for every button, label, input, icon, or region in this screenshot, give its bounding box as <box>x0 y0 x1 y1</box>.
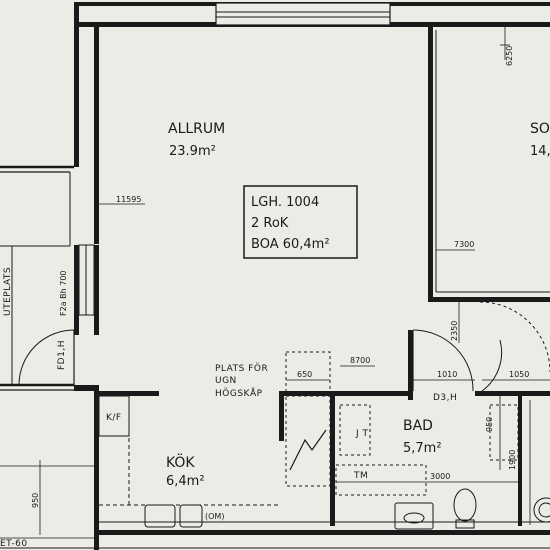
room-area-bad: 5,7m² <box>403 441 442 456</box>
dimension-lines <box>0 27 550 549</box>
label-uteplats: UTEPLATS <box>3 267 13 316</box>
label-kf: K/F <box>106 413 122 423</box>
dim-650: 650 <box>297 370 312 379</box>
dim-3000: 3000 <box>430 472 450 481</box>
dim-1050: 1050 <box>509 370 529 379</box>
room-area-kok: 6,4m² <box>166 474 205 489</box>
apartment-boa: BOA 60,4m² <box>251 237 330 252</box>
label-tm: TM <box>353 471 368 481</box>
apartment-rooms: 2 RoK <box>251 216 289 231</box>
dim-950-bath: 950 <box>485 417 494 432</box>
room-name-allrum: ALLRUM <box>168 121 225 137</box>
apartment-id: LGH. 1004 <box>251 195 319 210</box>
label-plats-3: HÖGSKÅP <box>215 387 263 399</box>
room-area-so: 14, <box>530 144 550 159</box>
doors <box>18 301 550 392</box>
dim-8700: 8700 <box>350 356 370 365</box>
label-om: (OM) <box>205 512 224 521</box>
label-fd1h: FD1,H <box>57 340 67 370</box>
dim-2350: 2350 <box>450 321 459 341</box>
dim-950-left: 950 <box>31 493 40 508</box>
label-f2abh: F2a Bh 700 <box>59 270 68 316</box>
apartment-info-box <box>243 185 358 259</box>
label-plats-2: UGN <box>215 376 237 386</box>
label-et60: ET-60 <box>0 539 28 549</box>
dim-1900: 1900 <box>508 450 517 470</box>
label-plats-1: PLATS FÖR <box>215 363 268 374</box>
room-area-allrum: 23.9m² <box>169 144 216 159</box>
dim-11595: 11595 <box>116 195 141 204</box>
label-jt: J T <box>355 429 369 439</box>
labels: ALLRUM 23.9m² SO 14, LGH. 1004 2 RoK BOA… <box>0 46 550 549</box>
label-d3h: D3,H <box>433 393 457 403</box>
room-name-kok: KÖK <box>166 453 195 471</box>
fixtures <box>98 351 550 530</box>
room-name-so: SO <box>530 121 550 137</box>
dim-1010: 1010 <box>437 370 457 379</box>
dim-7300: 7300 <box>454 240 474 249</box>
dim-6250: 6250 <box>505 46 514 66</box>
room-name-bad: BAD <box>403 418 433 434</box>
